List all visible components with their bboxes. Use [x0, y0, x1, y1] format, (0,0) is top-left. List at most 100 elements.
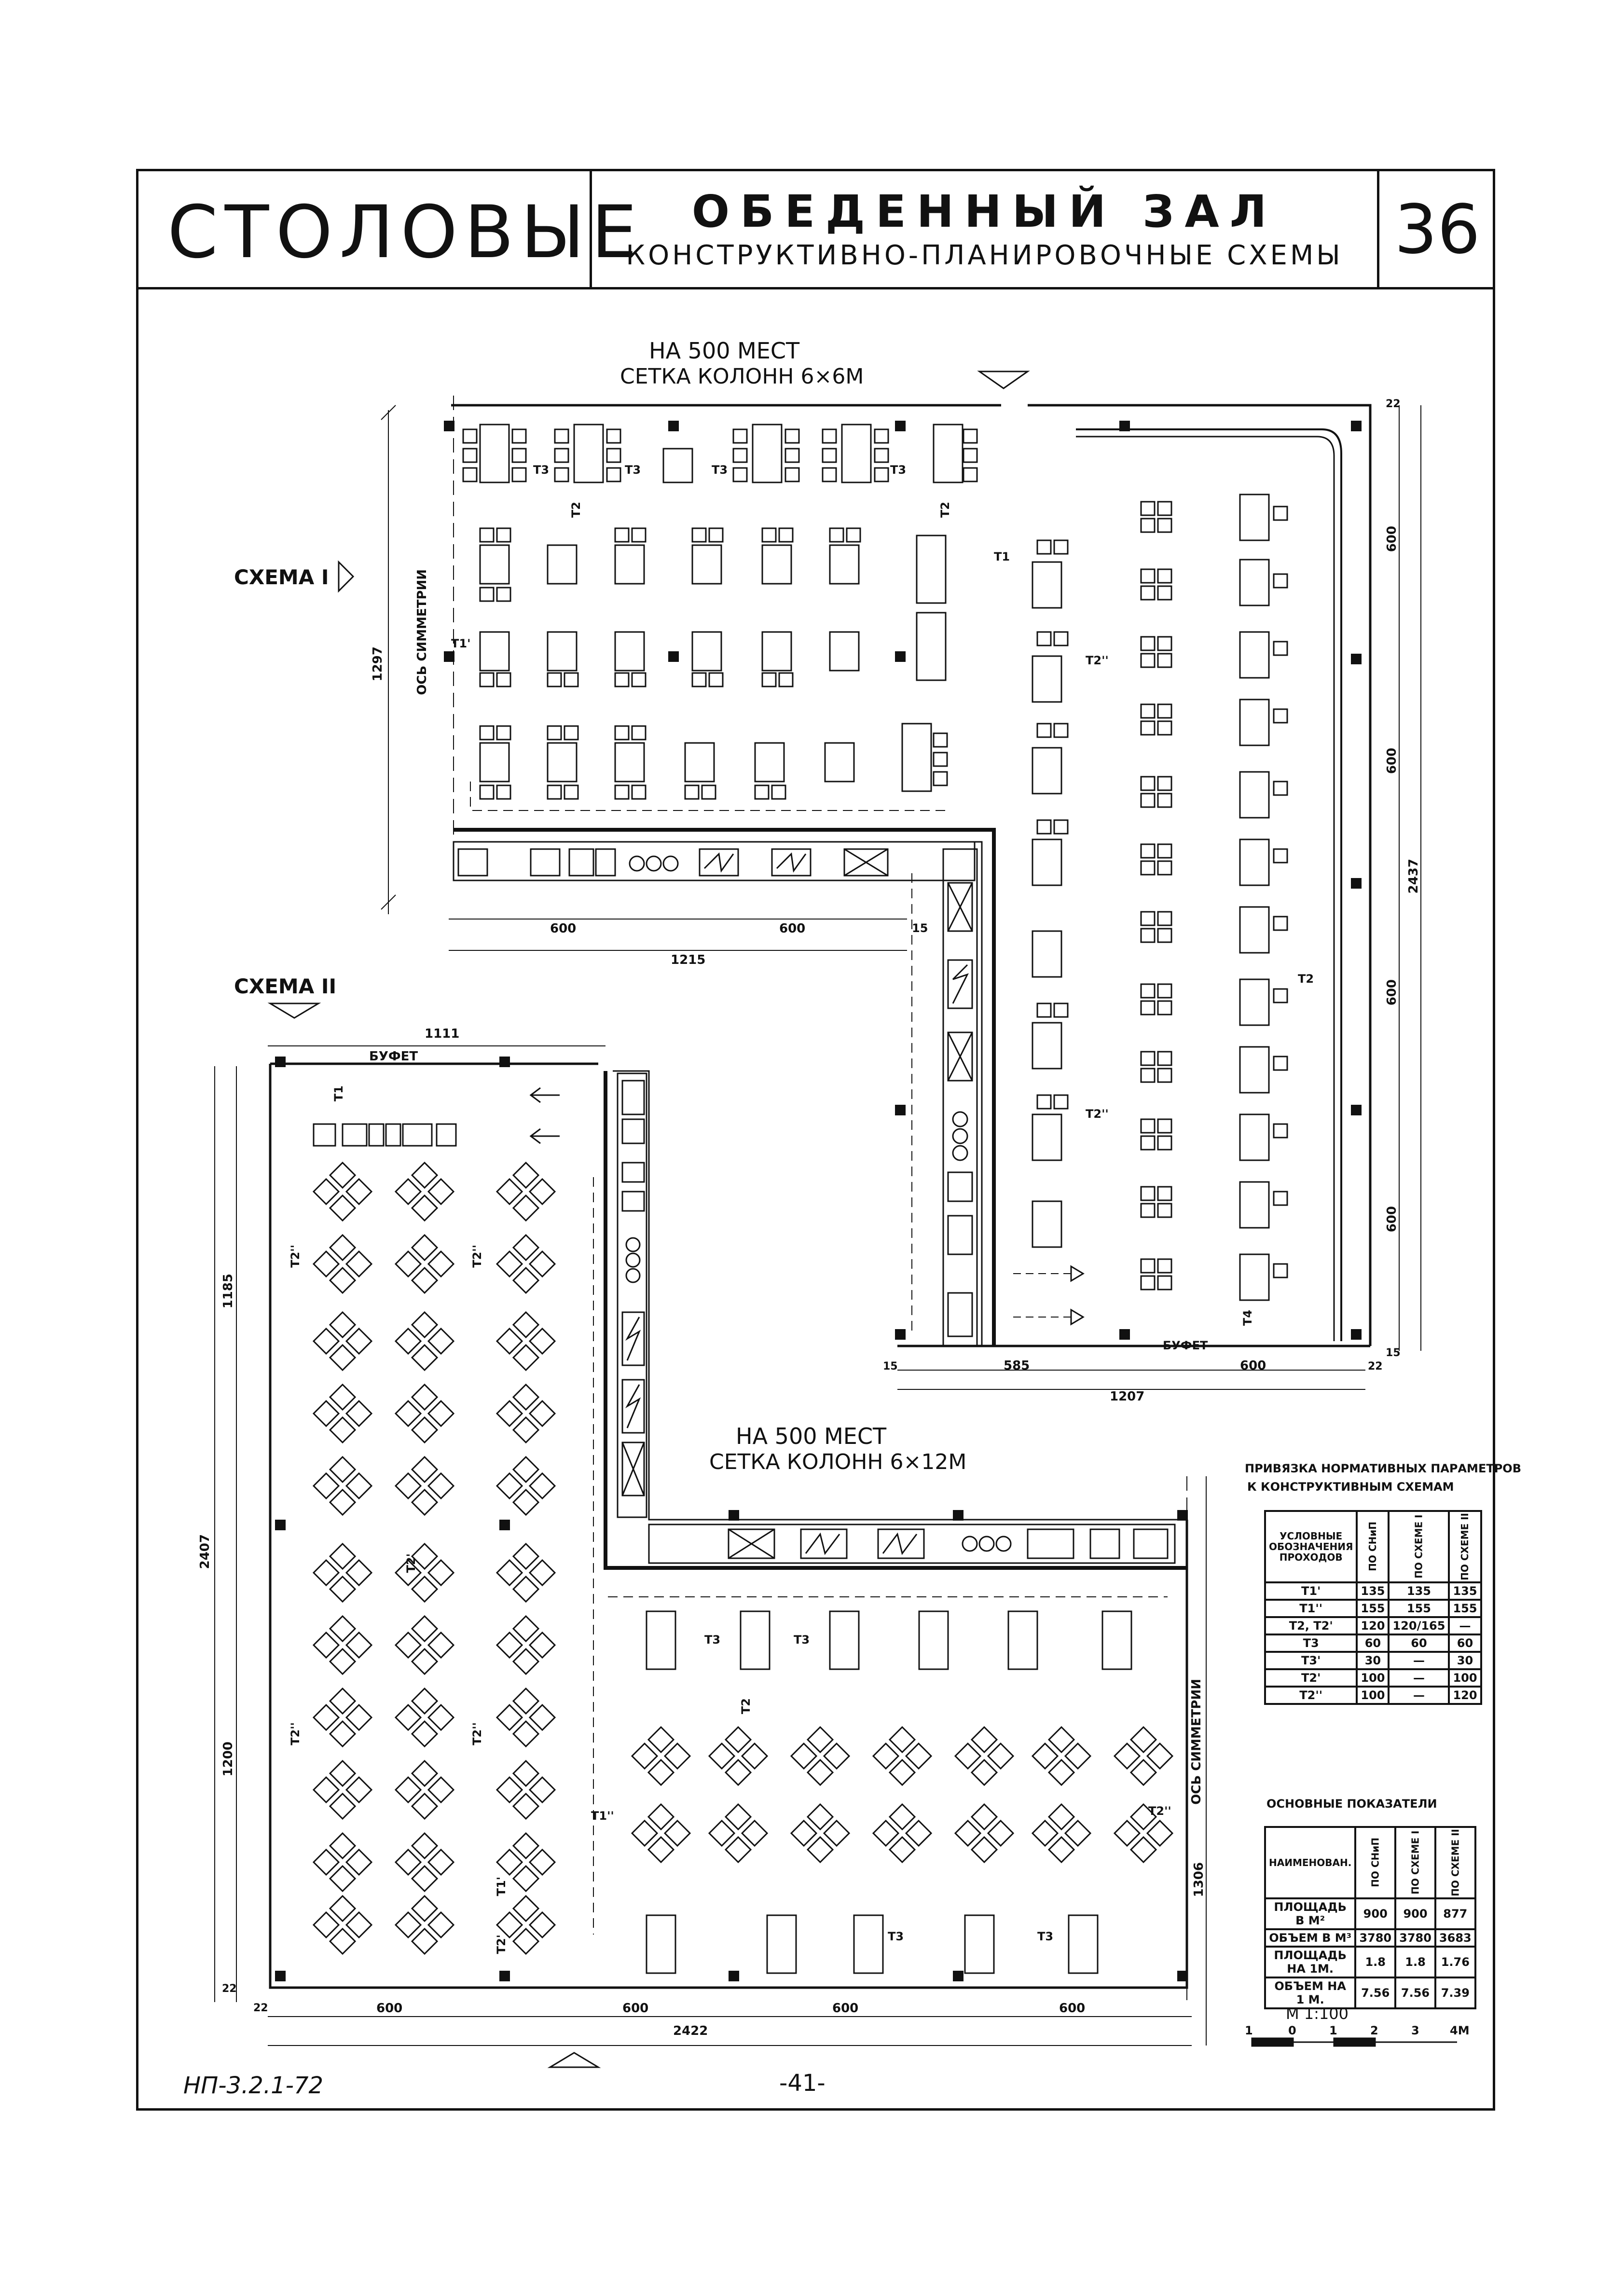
table1-cell: 60 — [1356, 1633, 1390, 1653]
table2-cell: 7.39 — [1434, 1976, 1476, 2009]
table1-cell: 155 — [1388, 1598, 1450, 1618]
dim-s1-b1: 585 — [1004, 1359, 1030, 1373]
diamond-table-group — [394, 1455, 455, 1516]
scheme2-axis-label: ОСЬ СИММЕТРИИ — [1189, 1679, 1204, 1805]
title-block: СТОЛОВЫЕ ОБЕДЕННЫЙ ЗАЛ КОНСТРУКТИВНО-ПЛА… — [138, 171, 1493, 289]
diamond-table-group — [312, 1687, 373, 1748]
table1-cell: Т3 — [1264, 1633, 1358, 1653]
table1-row: Т2''100—120 — [1264, 1685, 1482, 1705]
s1-passage-10: Т2'' — [1086, 1107, 1109, 1121]
scale-label: М 1:100 — [1286, 2004, 1349, 2023]
dim-s2-left-total: 2407 — [198, 1534, 212, 1569]
table1-cell: 30 — [1356, 1650, 1390, 1670]
dim-s1-r3: 600 — [1385, 979, 1399, 1006]
diamond-table-group — [394, 1895, 455, 1955]
page-number: -41- — [779, 2070, 826, 2097]
diamond-table-group — [312, 1759, 373, 1820]
table2-cell: 1.8 — [1354, 1945, 1397, 1978]
scale-tick-label: 4М — [1450, 2024, 1470, 2037]
table1-cell: 120 — [1448, 1685, 1482, 1705]
diamond-table-group — [394, 1542, 455, 1603]
diamond-table-group — [790, 1726, 851, 1786]
sheet-title: ОБЕДЕННЫЙ ЗАЛ — [691, 186, 1278, 237]
table1-cell: — — [1388, 1668, 1450, 1688]
diamond-table-group — [495, 1895, 556, 1955]
table1-cell: 100 — [1356, 1685, 1390, 1705]
diamond-table-group — [394, 1759, 455, 1820]
table2-cell: ПЛОЩАДЬ НА 1М. — [1264, 1945, 1357, 1978]
dim-s1-w1: 600 — [550, 921, 577, 936]
table2-title: ОСНОВНЫЕ ПОКАЗАТЕЛИ — [1266, 1797, 1437, 1811]
table1-title-line2: К КОНСТРУКТИВНЫМ СХЕМАМ — [1247, 1480, 1454, 1494]
s2-passage-10: Т3 — [704, 1633, 721, 1647]
scheme1-axis-label: ОСЬ СИММЕТРИИ — [415, 569, 429, 695]
title-cell: ОБЕДЕННЫЙ ЗАЛ КОНСТРУКТИВНО-ПЛАНИРОВОЧНЫ… — [592, 171, 1379, 287]
table2-cell: ОБЪЕМ НА 1 М. — [1264, 1976, 1357, 2009]
diamond-table-group — [495, 1311, 556, 1372]
sheet-number-cell: 36 — [1379, 171, 1495, 287]
table1-cell: — — [1388, 1685, 1450, 1705]
diamond-table-group — [495, 1161, 556, 1222]
s2-passage-8: Т2'' — [1148, 1804, 1171, 1818]
s2-passage-14: Т2 — [739, 1698, 753, 1715]
diamond-table-group — [631, 1726, 691, 1786]
scheme2-columns — [275, 1057, 1188, 1981]
diamond-table-group — [394, 1161, 455, 1222]
s1-passage-5: Т2 — [569, 502, 583, 518]
table1-cell: — — [1448, 1616, 1482, 1635]
dim-s2-left-small: 22 — [222, 1983, 237, 1995]
table1-cell: 135 — [1448, 1581, 1482, 1601]
s1-passage-6: Т2 — [938, 502, 952, 518]
table2-cell: ОБЪЕМ В М³ — [1264, 1928, 1357, 1948]
diamond-table-group — [394, 1383, 455, 1444]
table1-header-2: ПО СХЕМЕ I — [1389, 1511, 1449, 1582]
s2-passage-9: Т2' — [495, 1935, 508, 1954]
table2-cell: ПЛОЩАДЬ В М² — [1264, 1897, 1357, 1930]
diamond-table-group — [495, 1615, 556, 1675]
table1-row: Т2'100—100 — [1264, 1668, 1482, 1688]
s1-passage-7: Т1 — [994, 550, 1010, 563]
s1-passage-12: Т4 — [1241, 1310, 1254, 1326]
dim-s2-b2: 600 — [622, 2001, 649, 2016]
table1-cell: 155 — [1356, 1598, 1390, 1618]
table1-cell: Т1' — [1264, 1581, 1358, 1601]
diamond-table-group — [394, 1234, 455, 1294]
dim-s2-right: 1306 — [1192, 1862, 1206, 1897]
diamond-table-group — [495, 1383, 556, 1444]
s1-passage-1: Т3 — [533, 463, 550, 477]
scale-tick-label: 0 — [1288, 2024, 1296, 2037]
table2-cell: 900 — [1354, 1897, 1397, 1930]
dim-s1-r-total: 2437 — [1406, 859, 1421, 894]
diamond-table-group — [312, 1234, 373, 1294]
diamond-table-group — [312, 1615, 373, 1675]
diamond-table-group — [1031, 1803, 1092, 1864]
diamond-table-group — [954, 1803, 1015, 1864]
table2-cell: 900 — [1394, 1897, 1436, 1930]
table1-row: Т3'30—30 — [1264, 1650, 1482, 1670]
dim-s1-r2: 600 — [1385, 748, 1399, 774]
diamond-table-group — [312, 1542, 373, 1603]
dim-s1-w-total: 1215 — [671, 953, 706, 967]
table1-cell: 135 — [1388, 1581, 1450, 1601]
s2-passage-13: Т3 — [1037, 1930, 1054, 1943]
s2-passage-5: Т2'' — [289, 1722, 302, 1745]
diamond-table-group — [631, 1803, 691, 1864]
scheme1-caption-line1: НА 500 МЕСТ — [649, 338, 800, 364]
key-indicators-table: НАИМЕНОВАН. ПО СНиП ПО СХЕМЕ I ПО СХЕМЕ … — [1264, 1826, 1476, 2009]
scale-bar — [1251, 2037, 1457, 2047]
diamond-table-group — [312, 1383, 373, 1444]
dim-s2-left2: 1200 — [221, 1742, 235, 1777]
dim-s1-b-right: 22 — [1368, 1360, 1383, 1373]
diamond-table-group — [394, 1311, 455, 1372]
diamond-table-group — [1113, 1726, 1174, 1786]
diamond-table-group — [394, 1615, 455, 1675]
table1-cell: — — [1388, 1650, 1450, 1670]
s1-passage-11: Т1' — [451, 637, 471, 650]
